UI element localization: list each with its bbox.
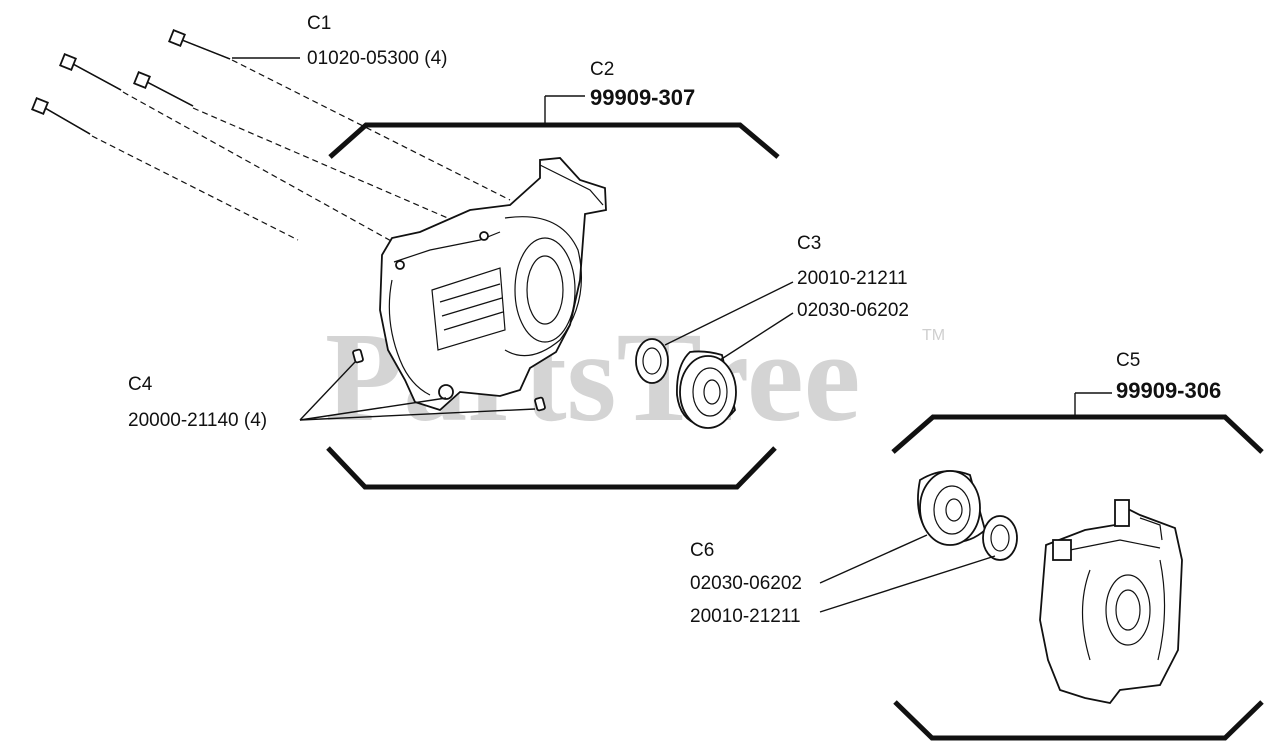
- callout-c4: C4 20000-21140 (4): [128, 374, 267, 431]
- bolt-icon: [31, 97, 91, 135]
- callout-code: C2: [590, 59, 614, 80]
- pins-c4: [299, 348, 546, 421]
- callout-code: C5: [1116, 350, 1140, 371]
- callout-part-number: 20010-21211: [797, 268, 908, 289]
- seal-bearing-c3: [635, 281, 794, 429]
- callout-c3: C3 20010-21211 02030-06202: [797, 233, 909, 321]
- callout-code: C6: [690, 540, 714, 561]
- bolt-c1-group: [31, 29, 511, 243]
- crankcase-c2: [379, 157, 607, 412]
- bolt-icon: [59, 53, 122, 91]
- callout-code: C1: [307, 13, 331, 34]
- crankcase-c5: [1039, 499, 1183, 704]
- bracket-c5: [891, 392, 1264, 741]
- callout-code: C4: [128, 374, 153, 395]
- callout-c1: C1 01020-05300 (4): [307, 13, 448, 69]
- callout-part-number: 20010-21211: [690, 606, 801, 627]
- bolt-icon: [168, 29, 231, 60]
- callout-part-number: 02030-06202: [690, 573, 802, 594]
- callout-c5: C5 99909-306: [1116, 350, 1221, 403]
- watermark-trademark: TM: [922, 327, 945, 344]
- callout-c6: C6 02030-06202 20010-21211: [690, 540, 802, 627]
- callout-part-number: 99909-307: [590, 85, 695, 110]
- bearing-seal-c6: [819, 470, 1018, 613]
- callout-part-number: 02030-06202: [797, 300, 909, 321]
- callout-part-number: 20000-21140 (4): [128, 410, 267, 431]
- callout-c2: C2 99909-307: [590, 59, 695, 110]
- callout-part-number: 99909-306: [1116, 378, 1221, 403]
- callout-code: C3: [797, 233, 821, 254]
- bolt-icon: [133, 71, 194, 107]
- callout-part-number: 01020-05300 (4): [307, 48, 448, 69]
- bracket-c2: [326, 95, 780, 490]
